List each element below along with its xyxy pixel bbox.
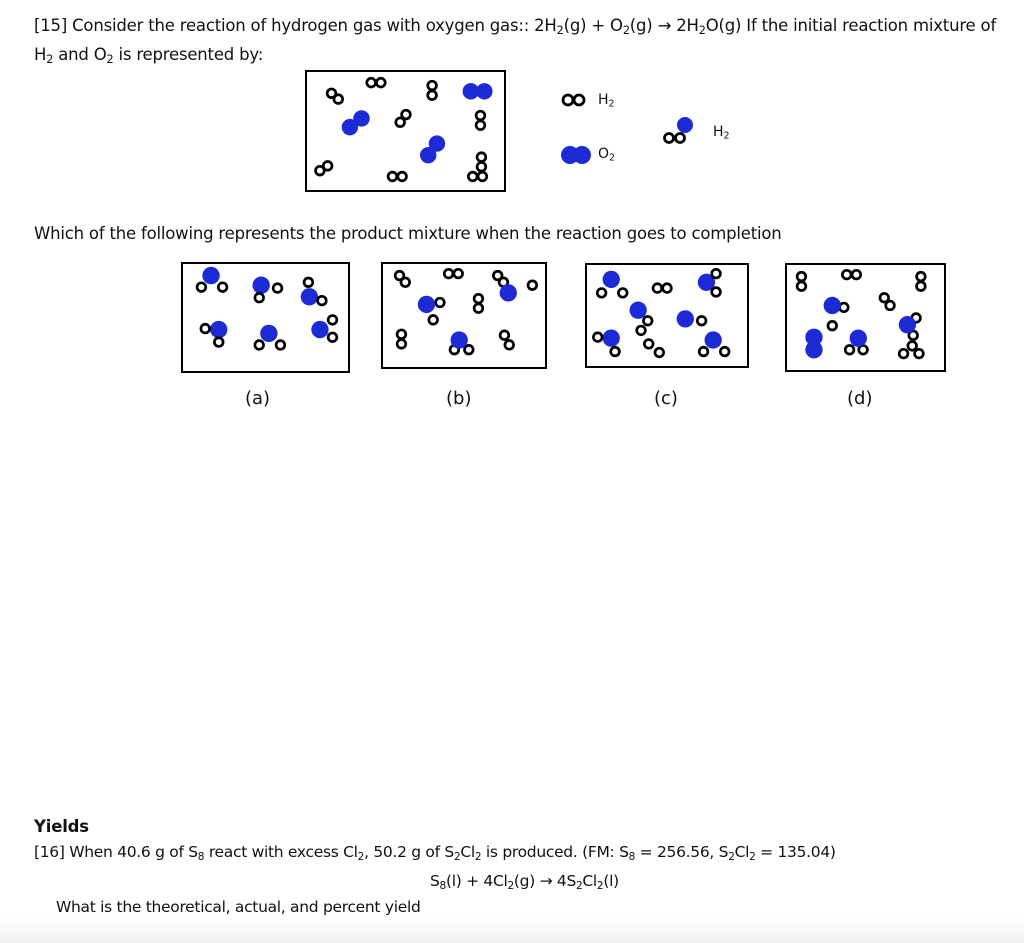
q16-statement: [16] When 40.6 g of S8 react with excess…: [34, 843, 836, 863]
legend-h2o-label: H2: [713, 124, 730, 142]
q16-equation: S8(l) + 4Cl2(g) → 4S2Cl2(l): [430, 872, 619, 892]
option-d-diagram: [795, 268, 927, 360]
q15-equation: 2H2(g) + O2(g) → 2H2O(g): [534, 16, 742, 38]
q15-line2: H2 and O2 is represented by:: [34, 45, 264, 67]
option-b-diagram: [393, 267, 539, 356]
option-c-box: [585, 263, 749, 368]
q15-line1: [15] Consider the reaction of hydrogen g…: [34, 16, 997, 38]
option-c-diagram: [592, 267, 731, 359]
q15-prompt: Which of the following represents the pr…: [34, 224, 782, 243]
legend-o2-label: O2: [598, 146, 616, 164]
initial-mixture-diagram: [314, 76, 493, 183]
option-a-diagram: [195, 266, 339, 351]
yields-heading: Yields: [34, 817, 89, 836]
q16-question: What is the theoretical, actual, and per…: [56, 898, 421, 916]
legend: H2 O2 H2: [558, 88, 758, 178]
option-b-label: (b): [446, 388, 472, 409]
q15-intro: [15] Consider the reaction of hydrogen g…: [34, 16, 535, 35]
page-bottom-fade: [0, 918, 1024, 943]
initial-mixture-box: [305, 70, 506, 192]
legend-symbols: [561, 93, 693, 164]
option-a-label: (a): [245, 388, 271, 409]
option-d-box: [785, 263, 946, 372]
option-a-box: [181, 262, 350, 373]
option-c-label: (c): [654, 388, 678, 409]
option-b-box: [381, 262, 547, 369]
legend-h2-label: H2: [598, 92, 615, 110]
q15-intro-end: If the initial reaction mixture of: [741, 16, 997, 35]
option-d-label: (d): [847, 388, 873, 409]
